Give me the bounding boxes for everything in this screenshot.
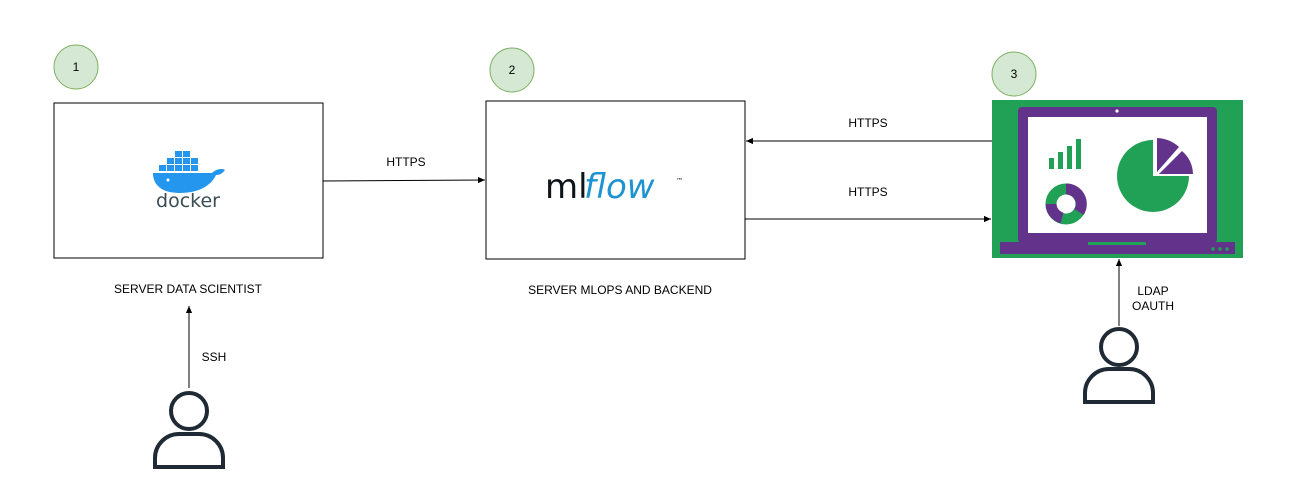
user-icon (153, 391, 225, 469)
mlflow-logo-flow: flow (584, 167, 655, 207)
edge-mlflow-to-dashboard-label: HTTPS (848, 185, 887, 199)
mlflow-logo-tm: ™ (676, 177, 683, 185)
step-number-1: 1 (73, 60, 80, 74)
step-badge-1: 1 (53, 44, 99, 90)
server-mlops-label: SERVER MLOPS AND BACKEND (528, 283, 712, 297)
edge-user-auth-label-1: LDAP (1137, 284, 1168, 298)
pie-chart-icon (1117, 138, 1193, 212)
edge-ds-to-mlflow (322, 176, 486, 184)
server-mlops-node[interactable]: ml flow ™ (485, 100, 746, 260)
docker-logo-text: docker (156, 190, 220, 212)
edge-user-ssh-label: SSH (202, 350, 227, 364)
docker-logo: docker (153, 151, 225, 212)
step-number-2: 2 (509, 63, 516, 77)
step-number-3: 3 (1011, 67, 1018, 81)
bar-chart-icon (1049, 139, 1081, 169)
user-icon (1083, 327, 1155, 404)
edge-dashboard-to-mlflow-label: HTTPS (848, 116, 887, 130)
laptop-dashboard-icon[interactable] (992, 100, 1243, 258)
edge-ds-to-mlflow-label: HTTPS (386, 155, 425, 169)
step-badge-3: 3 (991, 51, 1037, 97)
mlflow-logo-ml: ml (545, 167, 588, 207)
mlflow-logo: ml flow ™ (545, 167, 683, 207)
step-badge-2: 2 (489, 47, 535, 93)
edge-user-auth-label-2: OAUTH (1132, 299, 1174, 313)
donut-chart-icon (1045, 183, 1087, 225)
server-data-scientist-label: SERVER DATA SCIENTIST (114, 282, 263, 296)
server-data-scientist-node[interactable]: docker (53, 102, 324, 259)
